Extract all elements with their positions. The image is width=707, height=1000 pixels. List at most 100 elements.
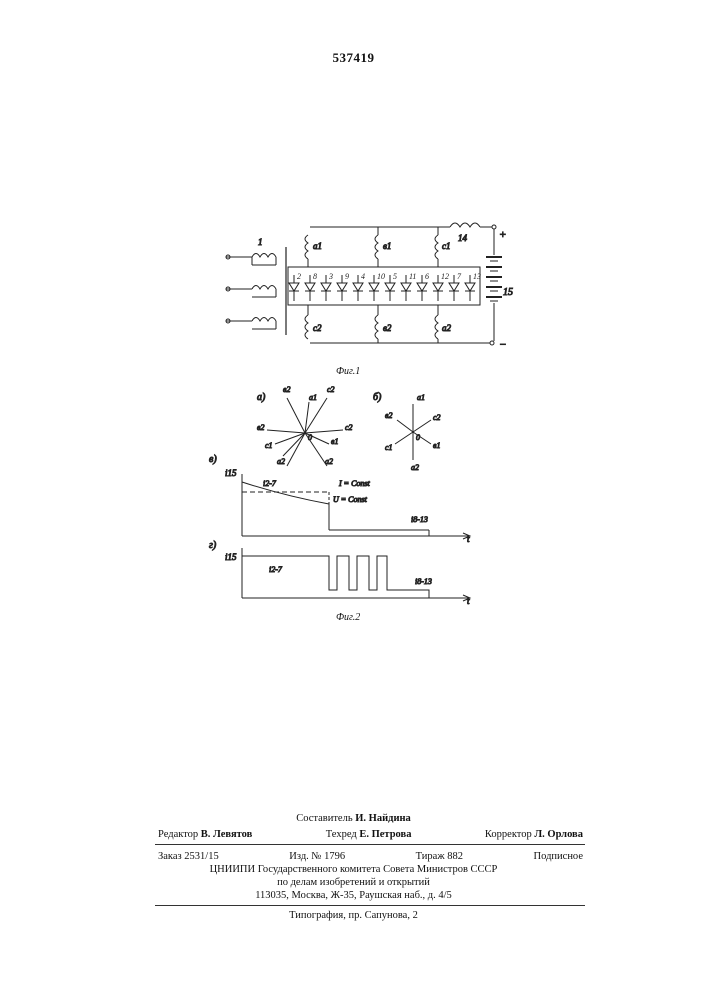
diode-label-6: 6 [425, 272, 429, 281]
battery-label: 15 [503, 287, 513, 298]
transformer-primary [226, 254, 276, 330]
vector-star-a [267, 398, 343, 466]
diode-5: 5 [385, 272, 397, 301]
star-a-label-9: a2 [325, 457, 333, 466]
minus-terminal [490, 341, 494, 345]
fig1-circuit-diagram: 2 83 9 4 10 5 11 6 12 7 13 1 14 15 + − a1 в1 c1 c2… [210, 205, 520, 385]
graph-v-tail-label: i8-13 [411, 515, 428, 524]
winding-b2 [375, 315, 378, 339]
order: Заказ 2531/15 [158, 850, 219, 863]
compiler-line: Составитель И. Найдина [0, 812, 707, 825]
star-a-origin: 0 [308, 433, 312, 442]
star-a-label-1: в2 [283, 385, 290, 394]
diode-8: 8 [305, 272, 317, 301]
imprint-rule-top [155, 844, 585, 845]
techred-label: Техред [326, 829, 357, 840]
star-a-label-2: c2 [327, 385, 335, 394]
editor-name: В. Левятов [201, 829, 253, 840]
diode-label-13: 13 [473, 272, 481, 281]
diode-11: 11 [401, 272, 416, 301]
diode-12: 12 [433, 272, 449, 301]
winding-c2 [305, 315, 308, 339]
corrector-name: Л. Орлова [534, 829, 583, 840]
diode-label-12: 12 [441, 272, 449, 281]
staff-line: Редактор В. Левятов Техред Е. Петрова Ко… [158, 828, 583, 841]
diode-label-8: 8 [313, 272, 317, 281]
diode-label-7: 7 [457, 272, 462, 281]
plus-terminal [492, 225, 496, 229]
graph-g [242, 548, 470, 601]
diode-3: 3 [321, 272, 333, 301]
subscription: Подписное [534, 850, 583, 863]
phase-label-a2: a2 [442, 323, 452, 333]
phase-label-b2: в2 [383, 323, 392, 333]
fig2-caption: Фиг.2 [336, 612, 360, 623]
graph-v-dashed-label: I = Const [338, 479, 371, 488]
print-run: Тираж 882 [416, 850, 463, 863]
transformer-label: 1 [258, 237, 263, 247]
patent-number: 537419 [0, 50, 707, 66]
edition: Изд. № 1796 [289, 850, 345, 863]
phase-label-b1: в1 [383, 241, 391, 251]
diode-4: 4 [353, 272, 365, 301]
graph-v-solid-label: U = Const [333, 495, 368, 504]
diode-9: 9 [337, 272, 349, 301]
diode-label-5: 5 [393, 272, 397, 281]
plus-label: + [499, 229, 506, 241]
diode-13: 13 [465, 272, 481, 301]
order-line: Заказ 2531/15 Изд. № 1796 Тираж 882 Подп… [158, 850, 583, 863]
star-a-label-3: a1 [309, 393, 317, 402]
org-line-3: 113035, Москва, Ж-35, Раушская наб., д. … [0, 889, 707, 902]
graph-g-curve-label: i2-7 [269, 565, 283, 574]
winding-a1 [305, 235, 308, 259]
star-a-label-7: в1 [331, 437, 338, 446]
diode-row: 2 83 9 4 10 5 11 6 12 7 13 [289, 272, 481, 301]
graph-v-curve-label: i2-7 [263, 479, 277, 488]
corrector-label: Корректор [485, 829, 532, 840]
star-b-label-3: в2 [385, 411, 392, 420]
panel-g-label: г) [209, 540, 217, 551]
graph-g-tail-label: i8-13 [415, 577, 432, 586]
fig2-diagrams: а) б) в) г) в2 c2 a1 в2 c2 c1 в1 a2 a2 0… [205, 378, 495, 618]
diode-label-11: 11 [409, 272, 416, 281]
star-a-label-5: c2 [345, 423, 353, 432]
diode-10: 10 [369, 272, 385, 301]
diode-label-2: 2 [297, 272, 301, 281]
diode-7: 7 [449, 272, 462, 301]
phase-label-c2: c2 [313, 323, 322, 333]
fig1-caption: Фиг.1 [336, 366, 360, 377]
techred: Техред Е. Петрова [326, 828, 412, 841]
minus-label: − [499, 339, 506, 351]
compiler-name: И. Найдина [355, 813, 411, 824]
star-b-label-6: a2 [411, 463, 419, 472]
diode-6: 6 [417, 272, 429, 301]
corrector: Корректор Л. Орлова [485, 828, 583, 841]
star-b-origin: 0 [416, 433, 420, 442]
star-b-label-4: в1 [433, 441, 440, 450]
diode-label-10: 10 [377, 272, 385, 281]
panel-v-label: в) [209, 454, 217, 465]
winding-a2 [435, 315, 438, 339]
winding-c1 [435, 235, 438, 259]
winding-b1 [375, 235, 378, 259]
techred-name: Е. Петрова [359, 829, 411, 840]
phase-label-a1: a1 [313, 241, 322, 251]
diode-label-9: 9 [345, 272, 349, 281]
graph-g-y-label: i15 [225, 552, 237, 562]
inductor-label: 14 [458, 233, 468, 243]
imprint-rule-bottom [155, 905, 585, 906]
star-b-label-2: c2 [433, 413, 441, 422]
vector-star-b [395, 404, 431, 460]
compiler-label: Составитель [296, 813, 352, 824]
inductor-14 [450, 223, 480, 227]
org-line-1: ЦНИИПИ Государственного комитета Совета … [0, 863, 707, 876]
editor: Редактор В. Левятов [158, 828, 252, 841]
phase-label-c1: c1 [442, 241, 451, 251]
star-a-label-4: в2 [257, 423, 264, 432]
printer-line: Типография, пр. Сапунова, 2 [0, 909, 707, 922]
diode-label-4: 4 [361, 272, 365, 281]
battery-15 [486, 229, 502, 341]
star-b-label-1: a1 [417, 393, 425, 402]
editor-label: Редактор [158, 829, 198, 840]
diode-2: 2 [289, 272, 301, 301]
